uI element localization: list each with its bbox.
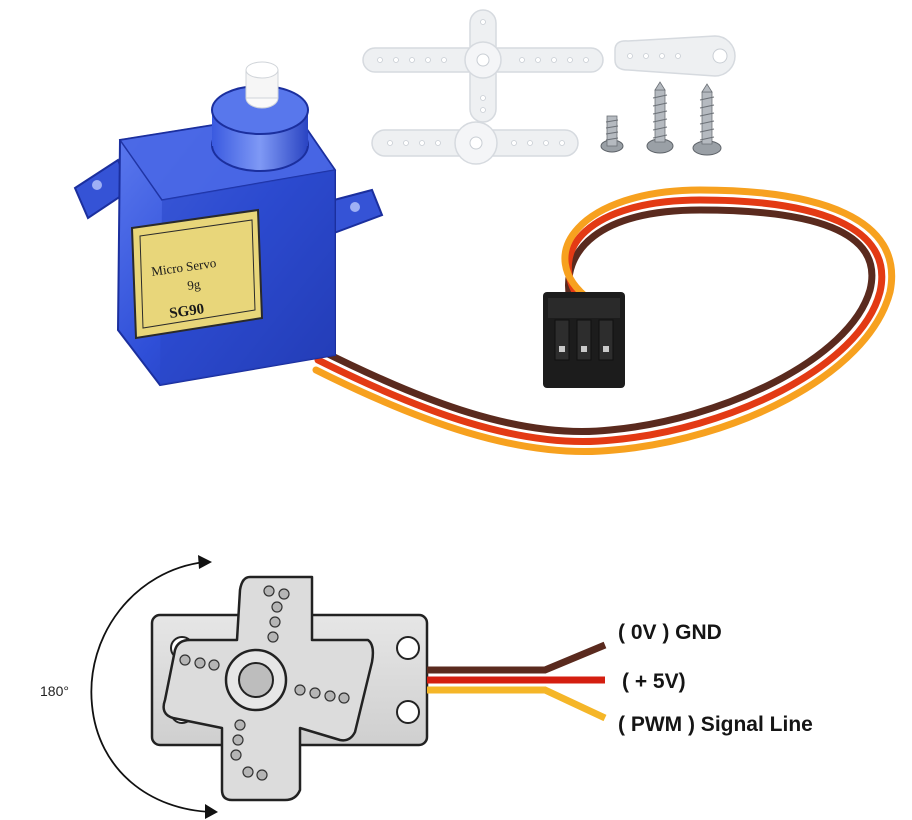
servo-model-label: SG90 xyxy=(168,301,205,322)
wire-label-pwm: ( PWM ) Signal Line xyxy=(618,713,813,736)
servo-horn-cross xyxy=(362,9,604,123)
servo-horn-single xyxy=(614,35,736,77)
diagram-wires xyxy=(427,641,607,722)
screw-short xyxy=(600,115,624,153)
wire-label-5v: ( + 5V) xyxy=(622,670,686,693)
wire-pwm xyxy=(427,686,607,722)
servo-cable xyxy=(312,186,896,456)
servo-horn-double xyxy=(371,121,579,165)
rotation-arrow-top-icon xyxy=(198,555,212,569)
servo-connector xyxy=(543,292,625,388)
wire-gnd xyxy=(427,641,607,674)
servo-diagram-horn xyxy=(162,575,375,802)
screw-medium xyxy=(646,81,674,154)
screw-long xyxy=(692,83,722,156)
wire-label-gnd: ( 0V ) GND xyxy=(618,621,722,644)
servo-label-line2: 9g xyxy=(186,276,201,293)
rotation-arc xyxy=(90,561,213,813)
servo-label-plate xyxy=(130,208,264,340)
rotation-angle-label: 180° xyxy=(40,683,69,699)
servo-motor xyxy=(73,61,384,387)
rotation-arrow-bottom-icon xyxy=(205,804,218,819)
servo-diagram xyxy=(90,555,607,819)
